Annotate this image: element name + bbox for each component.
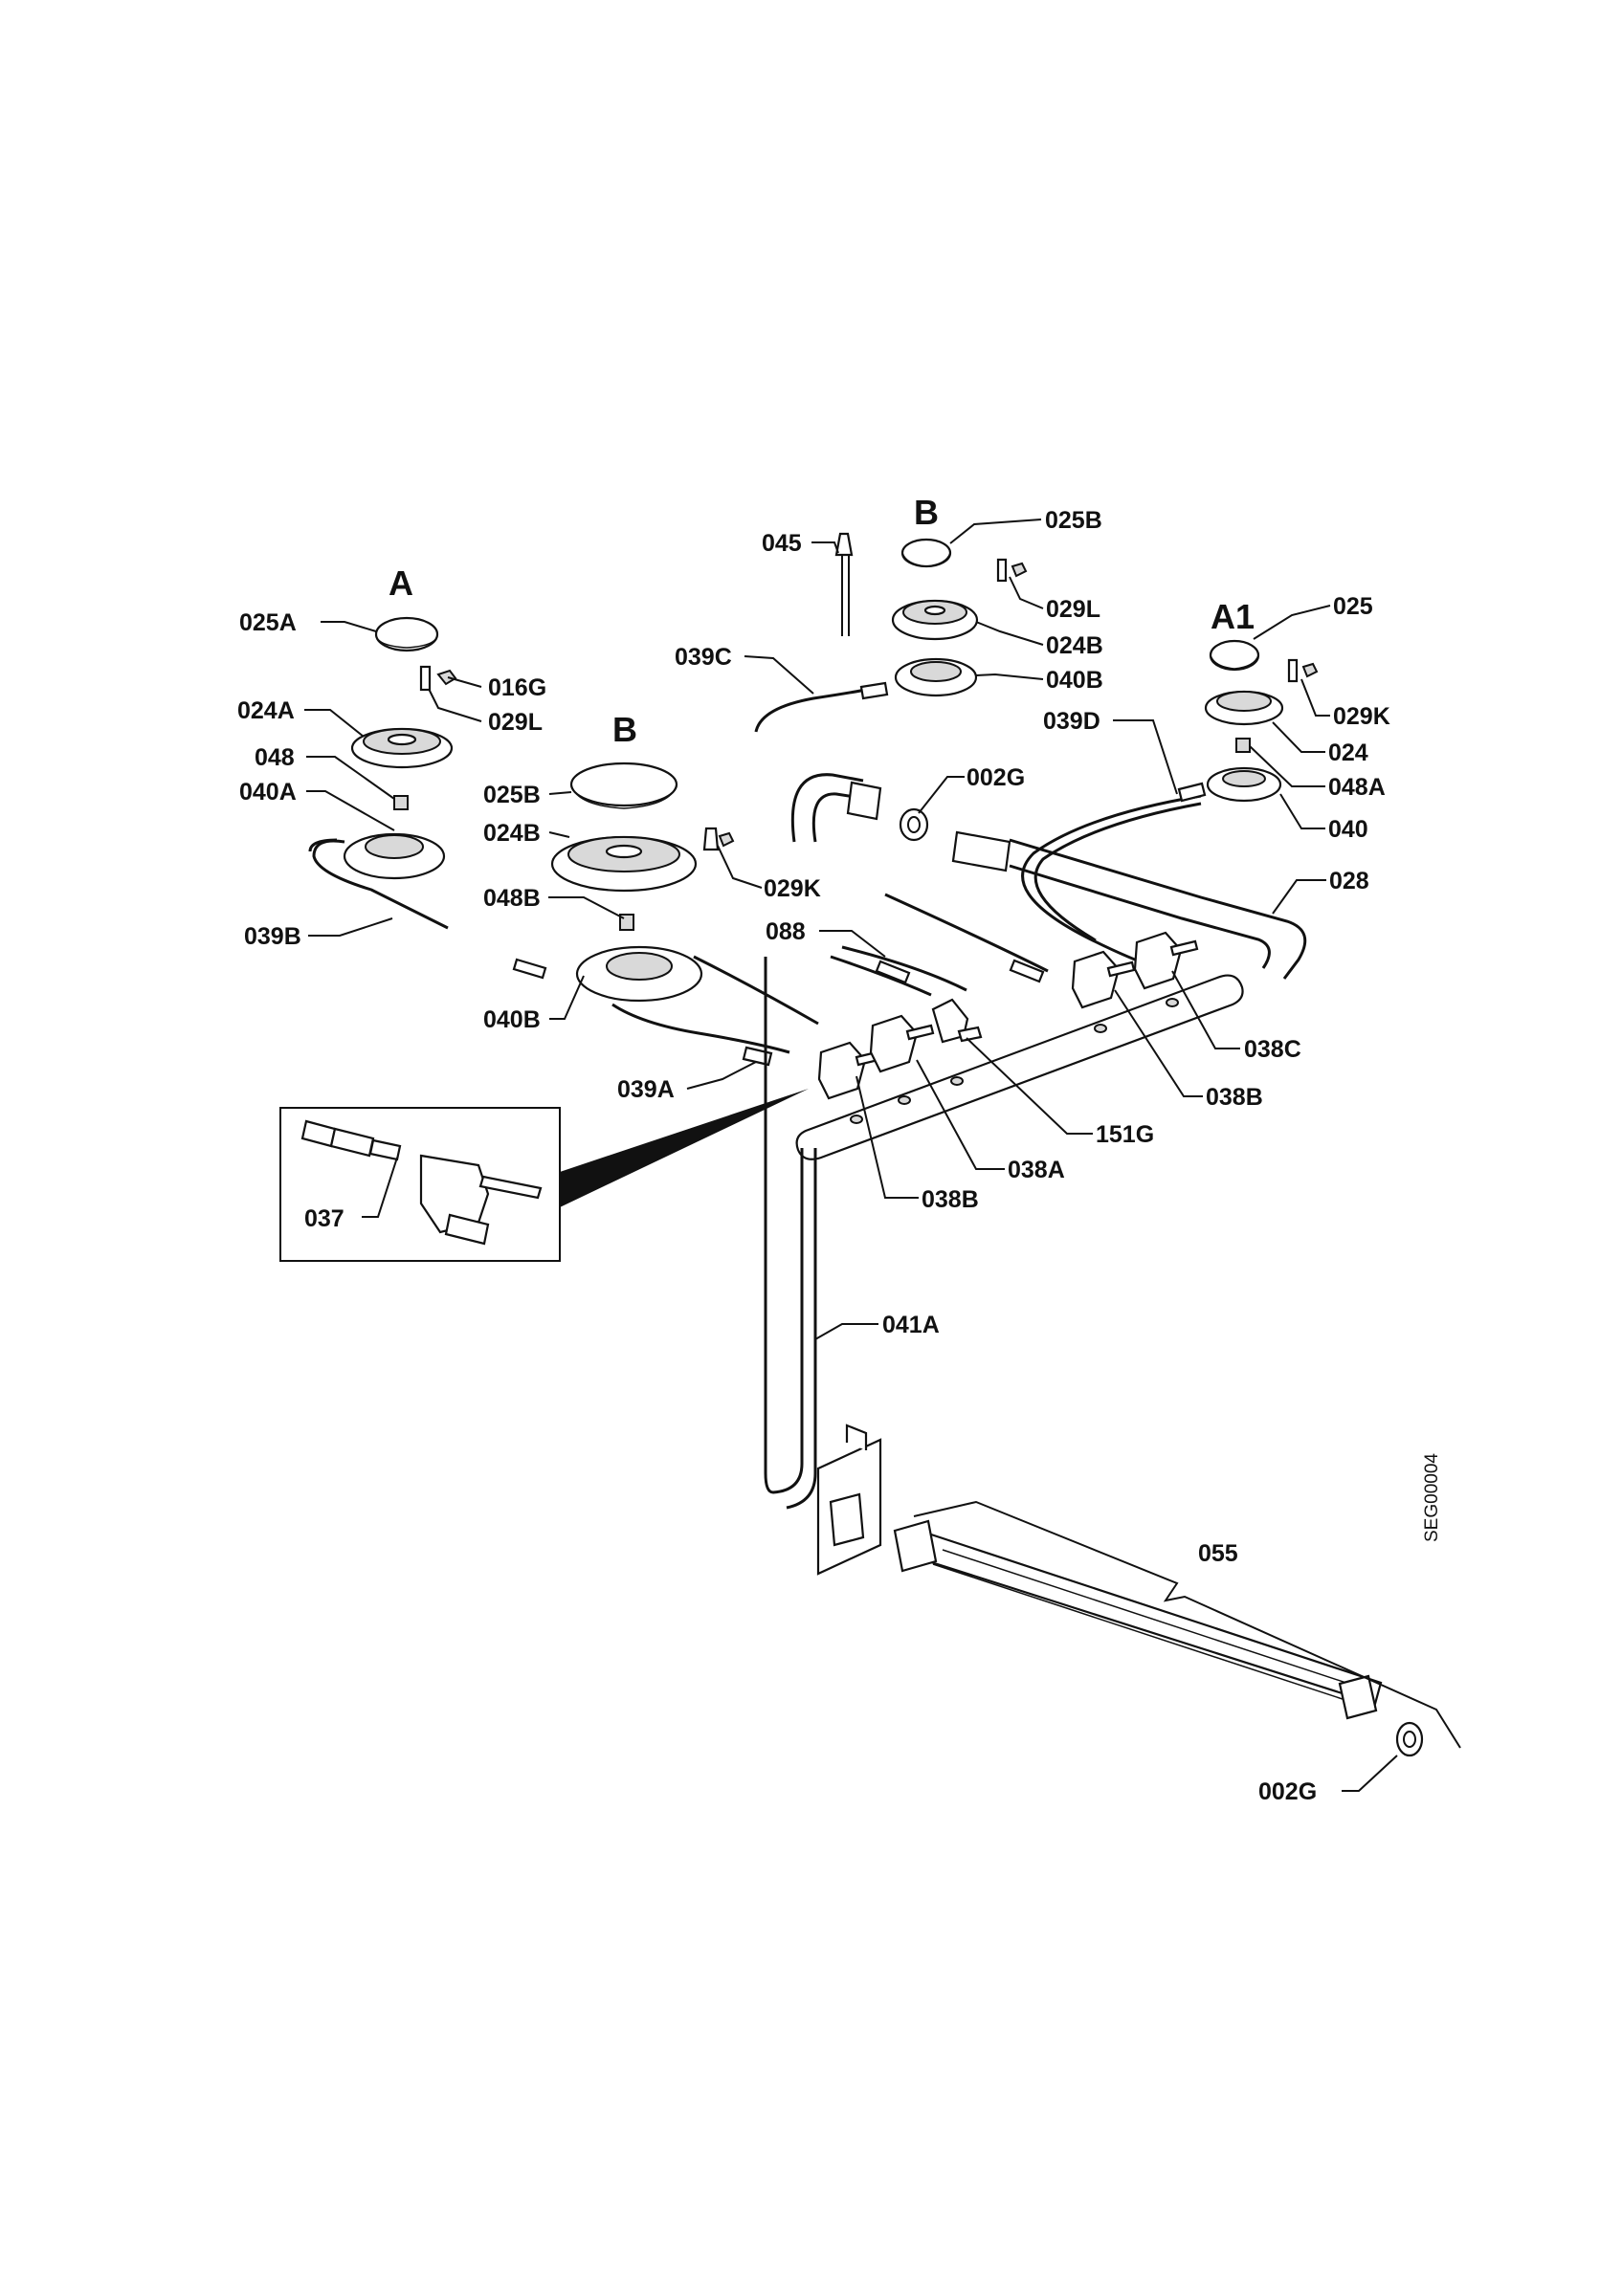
label-038a: 038A — [1008, 1157, 1065, 1183]
spark-plug-045 — [834, 532, 854, 557]
electrode-029l-top — [996, 558, 1008, 583]
label-024b-top: 024B — [1046, 632, 1103, 659]
electrode-029k-right — [1287, 658, 1299, 683]
label-055: 055 — [1198, 1540, 1238, 1567]
label-029k-right: 029K — [1333, 703, 1390, 730]
thermocouple-088 — [830, 955, 932, 997]
label-048: 048 — [255, 744, 295, 771]
label-045: 045 — [762, 530, 802, 557]
drawing-code: SEG00004 — [1422, 1453, 1442, 1542]
pipe-elbow — [790, 773, 864, 843]
label-039b: 039B — [244, 923, 301, 950]
label-040a: 040A — [239, 779, 297, 806]
burner-cap-025a — [374, 616, 439, 652]
label-151g: 151G — [1096, 1121, 1154, 1148]
label-025: 025 — [1333, 593, 1373, 620]
label-016g: 016G — [488, 674, 546, 701]
pipe-nut — [951, 830, 1011, 872]
burner-b-top-assembly — [754, 532, 1028, 733]
label-040b-top: 040B — [1046, 667, 1103, 694]
valve-038c — [1133, 931, 1199, 990]
inset-valve-037 — [279, 1089, 809, 1262]
label-048a: 048A — [1328, 774, 1386, 801]
washer-002g-top — [899, 807, 929, 842]
label-002g-bottom: 002G — [1258, 1778, 1317, 1805]
label-040b-mid: 040B — [483, 1006, 541, 1033]
label-029l-left: 029L — [488, 709, 543, 736]
inlet-fitting — [829, 1492, 865, 1547]
label-040: 040 — [1328, 816, 1368, 843]
valve-151g — [931, 998, 983, 1044]
group-letter-b-left: B — [612, 710, 637, 749]
electrode-016g — [419, 665, 432, 692]
clip-016g — [436, 669, 457, 686]
burner-a1-assembly — [1021, 639, 1319, 970]
label-038b-right: 038B — [1206, 1084, 1263, 1111]
burner-a-assembly — [308, 616, 457, 930]
label-088: 088 — [766, 918, 806, 945]
gas-rail — [795, 974, 1244, 1160]
label-025b-top: 025B — [1045, 507, 1102, 534]
leader-lines — [304, 519, 1398, 1792]
group-letter-a: A — [389, 563, 413, 603]
thermocouple-039c — [754, 687, 872, 733]
group-letter-b-top: B — [914, 493, 939, 532]
manifold-tube-028 — [1009, 838, 1307, 980]
thermocouple-039d — [1021, 794, 1202, 970]
label-024a: 024A — [237, 697, 295, 724]
valve-038a — [869, 1014, 935, 1073]
burner-b-left-assembly — [512, 762, 819, 1067]
label-029k-mid: 029K — [764, 875, 821, 902]
injector-048 — [393, 795, 409, 810]
label-028: 028 — [1329, 868, 1369, 894]
gas-manifold — [764, 773, 1461, 1757]
thermocouple-039a — [611, 1003, 790, 1054]
burner-cap-025 — [1209, 639, 1260, 672]
label-038b-low: 038B — [922, 1186, 979, 1213]
burner-cap-025b-mid — [569, 762, 678, 807]
label-041a: 041A — [882, 1312, 940, 1338]
label-039c: 039C — [675, 644, 732, 671]
label-048b: 048B — [483, 885, 541, 912]
label-025b-mid: 025B — [483, 782, 541, 808]
group-letter-a1: A1 — [1211, 597, 1255, 636]
label-002g-top: 002G — [967, 764, 1025, 791]
valve-038b-right — [1071, 950, 1136, 1009]
pipe-fitting — [846, 781, 882, 821]
label-039d: 039D — [1043, 708, 1100, 735]
label-037: 037 — [304, 1205, 344, 1232]
label-024: 024 — [1328, 740, 1368, 766]
washer-002g-bottom — [1395, 1721, 1424, 1757]
electrode-029k-mid — [702, 827, 720, 851]
label-029l-top: 029L — [1046, 596, 1100, 623]
vertical-pipe-041a — [764, 957, 804, 1494]
injector-048a — [1235, 738, 1251, 753]
label-038c: 038C — [1244, 1036, 1301, 1063]
flex-hose-055 — [904, 1533, 1383, 1706]
inset-pointer — [560, 1089, 809, 1207]
label-039a: 039A — [617, 1076, 675, 1103]
label-024b-mid: 024B — [483, 820, 541, 847]
label-025a: 025A — [239, 609, 297, 636]
